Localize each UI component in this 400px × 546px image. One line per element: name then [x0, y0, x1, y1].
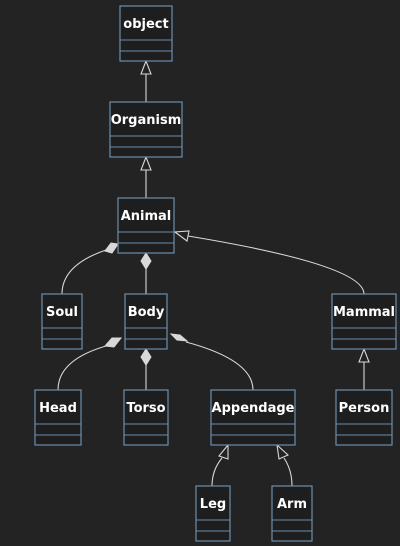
- class-name-soul: Soul: [46, 305, 78, 320]
- edge-head-body: [57, 345, 107, 391]
- inheritance-arrow-organism-object: [140, 59, 152, 75]
- class-box-body: [124, 293, 168, 350]
- class-box-arm: [271, 485, 313, 542]
- class-torso[interactable]: Torso: [123, 389, 169, 446]
- class-box-animal: [117, 197, 175, 254]
- class-animal[interactable]: Animal: [117, 197, 175, 254]
- class-box-leg: [195, 485, 231, 542]
- composition-diamond-torso-body: [140, 348, 152, 366]
- class-name-arm: Arm: [277, 497, 307, 512]
- edge-mammal-animal: [187, 235, 365, 295]
- class-name-organism: Organism: [111, 113, 182, 128]
- class-box-soul: [41, 293, 83, 350]
- class-name-leg: Leg: [200, 497, 226, 512]
- inheritance-arrow-mammal-animal: [173, 230, 190, 242]
- class-name-body: Body: [128, 305, 165, 320]
- class-appendage[interactable]: Appendage: [210, 389, 296, 446]
- class-organism[interactable]: Organism: [109, 101, 183, 158]
- class-head[interactable]: Head: [34, 389, 82, 446]
- inheritance-arrow-person-mammal: [358, 347, 370, 363]
- class-leg[interactable]: Leg: [195, 485, 231, 542]
- class-body[interactable]: Body: [124, 293, 168, 350]
- class-box-torso: [123, 389, 169, 446]
- class-box-organism: [109, 101, 183, 158]
- edge-leg-appendage: [211, 457, 223, 487]
- class-person[interactable]: Person: [335, 389, 393, 446]
- inheritance-arrow-leg-appendage: [218, 443, 229, 460]
- class-object[interactable]: object: [119, 5, 173, 62]
- class-name-animal: Animal: [121, 209, 172, 224]
- class-name-object: object: [123, 17, 168, 32]
- class-name-person: Person: [339, 401, 390, 416]
- class-name-mammal: Mammal: [333, 305, 395, 320]
- class-box-appendage: [210, 389, 296, 446]
- class-soul[interactable]: Soul: [41, 293, 83, 350]
- edge-appendage-body: [185, 341, 254, 391]
- composition-diamond-soul-animal: [104, 242, 119, 254]
- composition-diamond-head-body: [103, 337, 123, 348]
- composition-diamond-body-animal: [140, 252, 152, 270]
- class-name-head: Head: [39, 401, 77, 416]
- edge-soul-animal: [61, 249, 107, 295]
- class-box-person: [335, 389, 393, 446]
- class-box-mammal: [331, 293, 397, 350]
- class-name-torso: Torso: [126, 401, 165, 416]
- class-name-appendage: Appendage: [212, 401, 295, 416]
- relation-edges: [57, 59, 370, 487]
- composition-diamond-appendage-body: [169, 333, 189, 342]
- class-mammal[interactable]: Mammal: [331, 293, 397, 350]
- class-box-object: [119, 5, 173, 62]
- inheritance-arrow-arm-appendage: [276, 443, 289, 460]
- edge-arm-appendage: [283, 457, 293, 487]
- inheritance-arrow-animal-organism: [140, 155, 152, 171]
- class-arm[interactable]: Arm: [271, 485, 313, 542]
- class-box-head: [34, 389, 82, 446]
